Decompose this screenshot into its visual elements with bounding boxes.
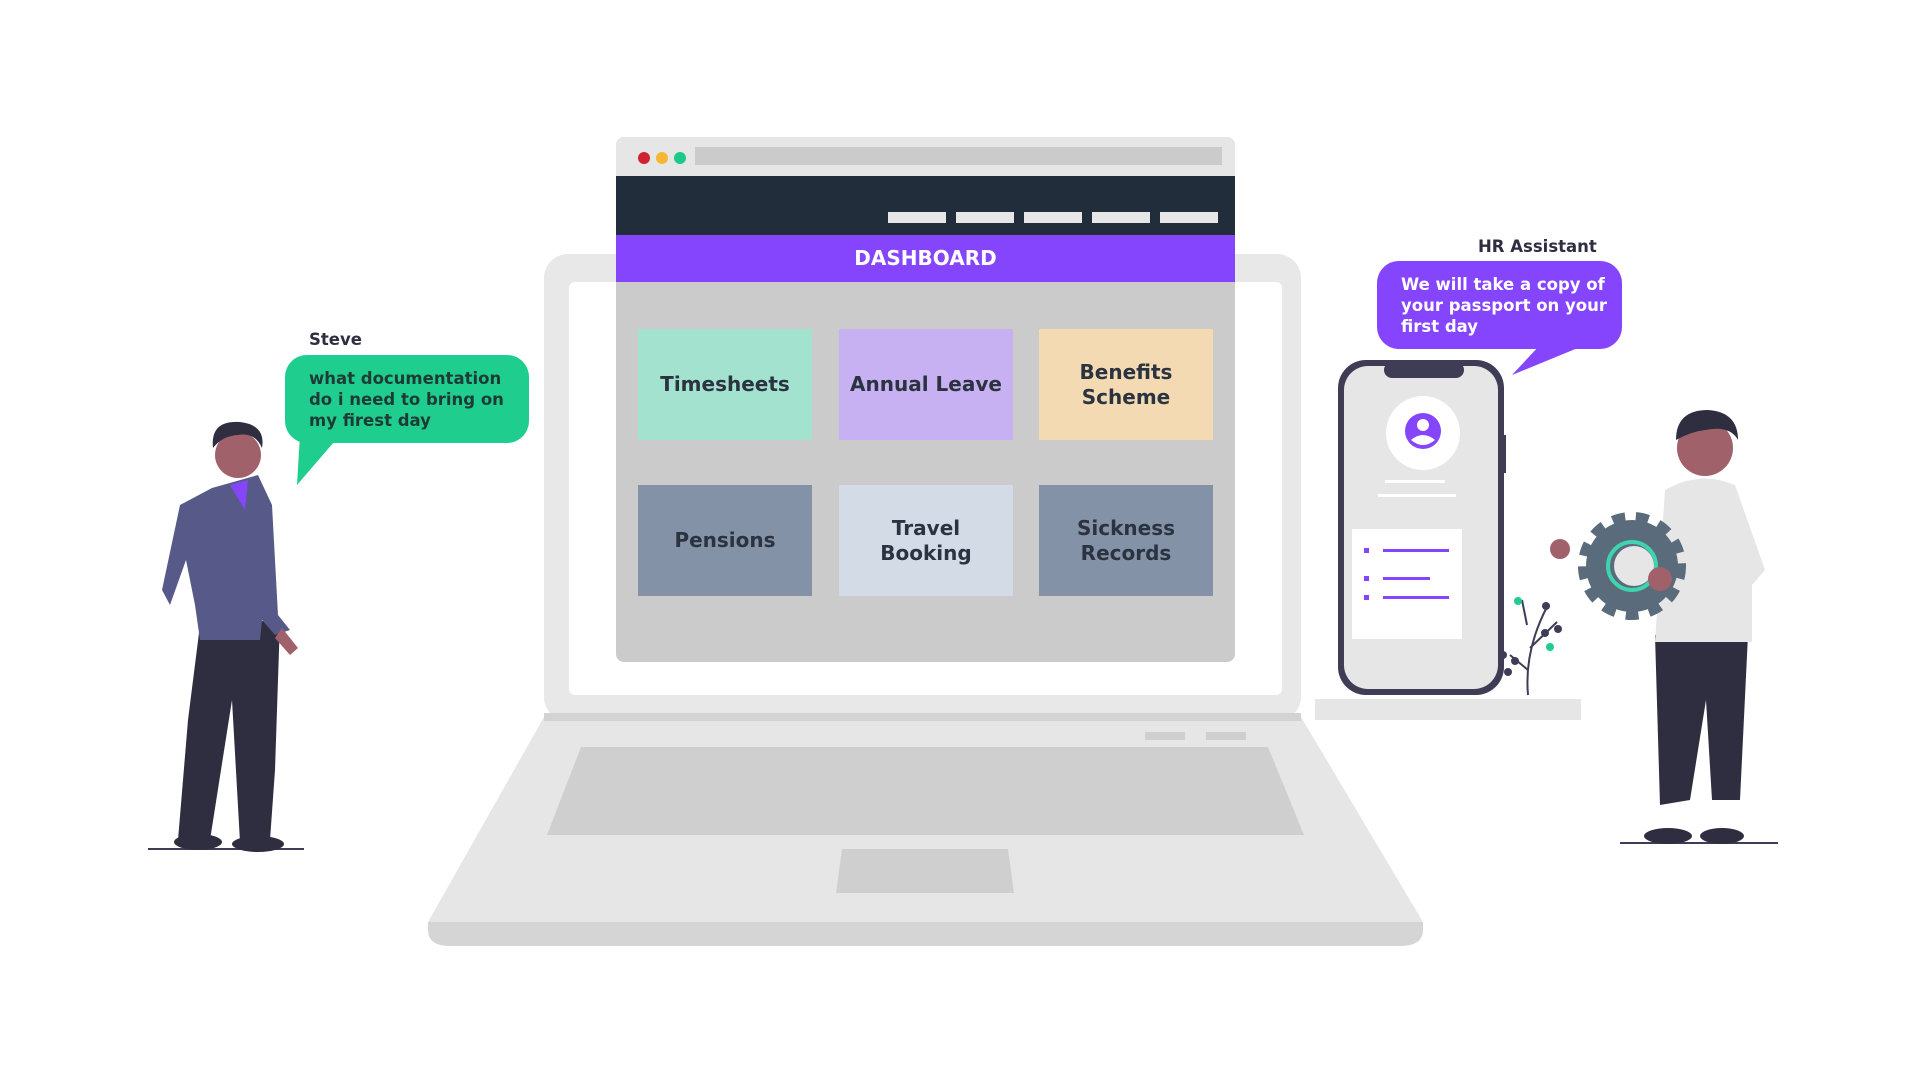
user-message-bubble: what documentation do i need to bring on… bbox=[285, 355, 529, 443]
nav-link[interactable] bbox=[1092, 212, 1150, 223]
steve-figure bbox=[148, 421, 304, 852]
nav-link[interactable] bbox=[956, 212, 1014, 223]
nav-link[interactable] bbox=[1160, 212, 1218, 223]
phone-illustration bbox=[1315, 360, 1581, 720]
close-dot bbox=[638, 152, 650, 164]
minimize-dot bbox=[656, 152, 668, 164]
tile-pensions[interactable]: Pensions bbox=[638, 485, 812, 596]
browser-window: DASHBOARD Timesheets Annual Leave Benefi… bbox=[616, 137, 1235, 662]
assistant-name-label: HR Assistant bbox=[1478, 237, 1597, 256]
tile-benefits-scheme[interactable]: Benefits Scheme bbox=[1039, 329, 1213, 440]
address-bar[interactable] bbox=[695, 147, 1222, 165]
nav-bar bbox=[616, 176, 1235, 235]
tile-travel-booking[interactable]: Travel Booking bbox=[839, 485, 1013, 596]
trackpad bbox=[836, 849, 1014, 893]
browser-titlebar bbox=[616, 137, 1235, 176]
nav-link[interactable] bbox=[888, 212, 946, 223]
user-name-label: Steve bbox=[309, 330, 362, 349]
tile-timesheets[interactable]: Timesheets bbox=[638, 329, 812, 440]
tile-annual-leave[interactable]: Annual Leave bbox=[839, 329, 1013, 440]
dashboard-title: DASHBOARD bbox=[616, 235, 1235, 282]
maximize-dot bbox=[674, 152, 686, 164]
keyboard bbox=[547, 747, 1304, 835]
nav-link[interactable] bbox=[1024, 212, 1082, 223]
assistant-message-bubble: We will take a copy of your passport on … bbox=[1377, 261, 1622, 349]
tile-sickness-records[interactable]: Sickness Records bbox=[1039, 485, 1213, 596]
hr-assistant-figure bbox=[1550, 410, 1778, 844]
gear-icon bbox=[1578, 512, 1686, 620]
